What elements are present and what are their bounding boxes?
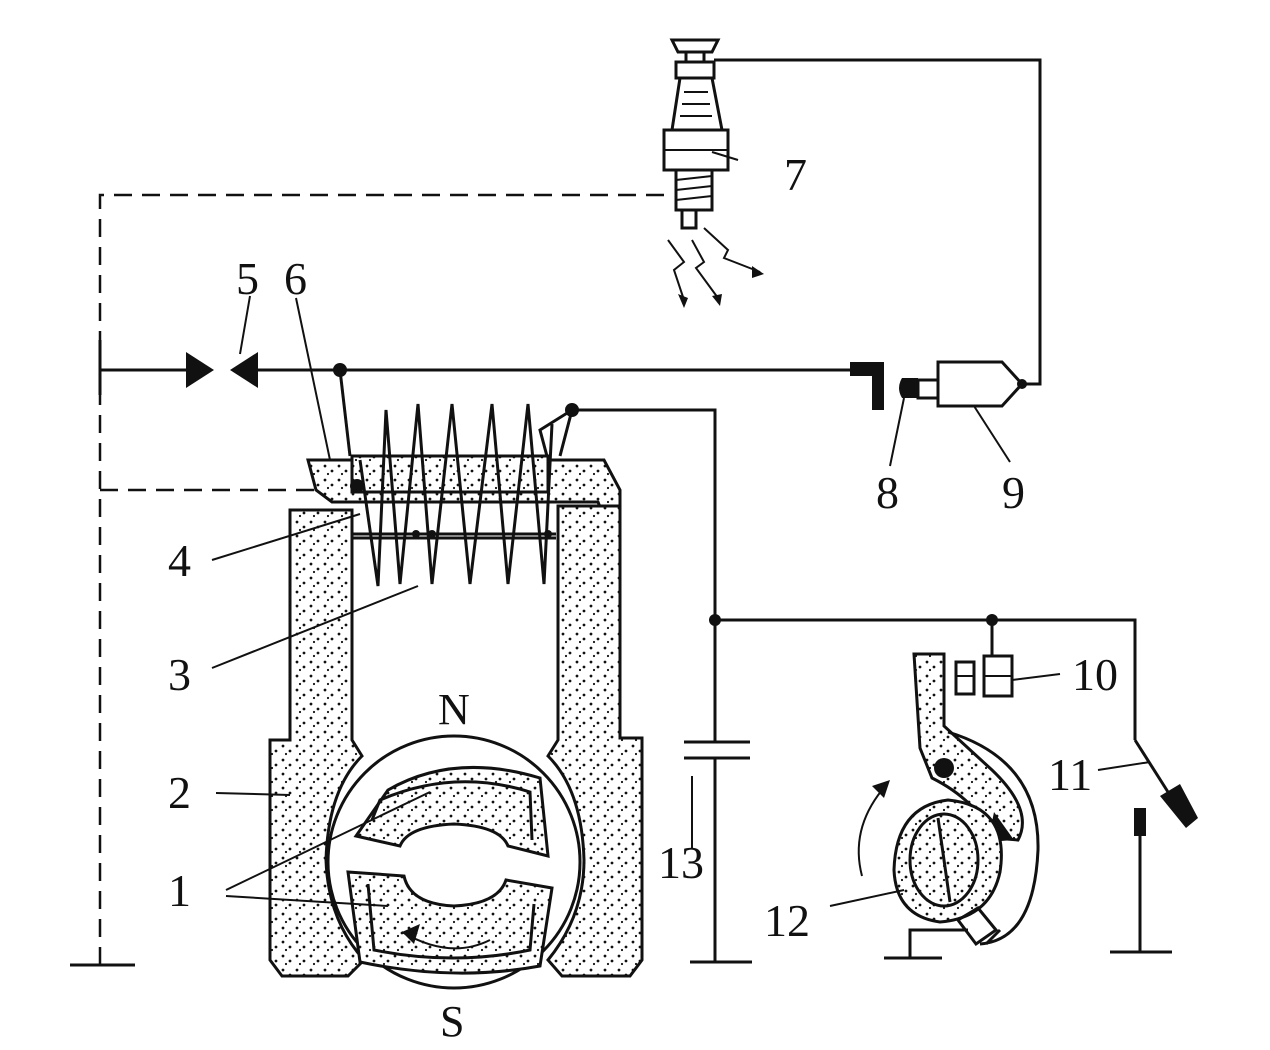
safety-spark-gap bbox=[186, 352, 258, 388]
capacitor bbox=[684, 740, 750, 760]
label-3: 3 bbox=[168, 649, 191, 700]
label-9: 9 bbox=[1002, 467, 1025, 518]
label-10: 10 bbox=[1072, 649, 1118, 700]
kill-switch bbox=[1110, 739, 1198, 954]
south-pole-label: S bbox=[440, 997, 464, 1046]
part-labels: 1 2 3 4 5 6 7 8 9 10 11 12 13 N S bbox=[168, 149, 1118, 1046]
leader-lines bbox=[211, 151, 1151, 907]
label-1: 1 bbox=[168, 865, 191, 916]
label-6: 6 bbox=[284, 253, 307, 304]
label-2: 2 bbox=[168, 767, 191, 818]
magnet-rotor bbox=[326, 734, 582, 990]
label-13: 13 bbox=[658, 837, 704, 888]
spark-arcs bbox=[667, 227, 764, 308]
contact-breaker bbox=[857, 652, 1040, 960]
spark-plug bbox=[662, 38, 730, 230]
label-5: 5 bbox=[236, 253, 259, 304]
label-7: 7 bbox=[784, 149, 807, 200]
label-8: 8 bbox=[876, 467, 899, 518]
ignition-coil bbox=[350, 403, 556, 587]
wiring bbox=[70, 58, 1137, 967]
label-4: 4 bbox=[168, 535, 191, 586]
label-12: 12 bbox=[764, 895, 810, 946]
north-pole-label: N bbox=[438, 685, 470, 734]
cutout-switch bbox=[850, 360, 1025, 410]
label-11: 11 bbox=[1048, 749, 1092, 800]
